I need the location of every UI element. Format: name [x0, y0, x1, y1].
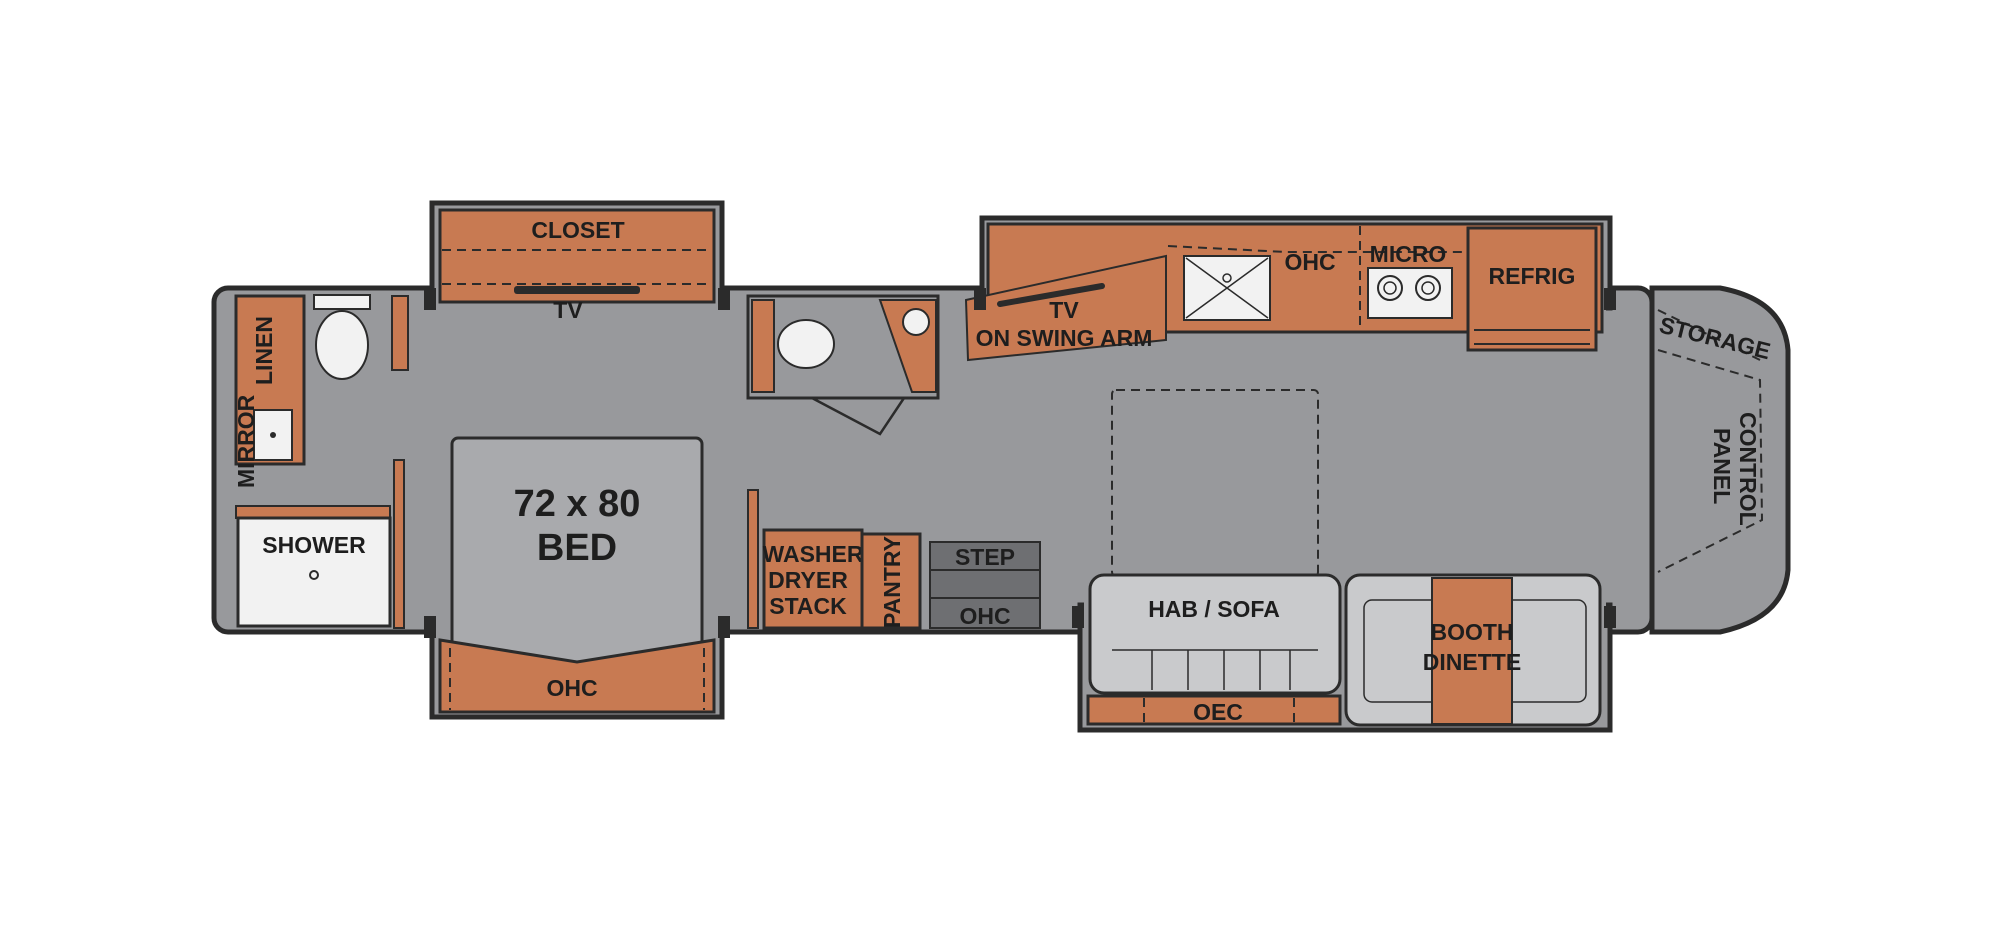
closet-label: CLOSET: [531, 217, 624, 243]
tv-swing-arm-cabinet: [964, 254, 1167, 362]
cab-area: [1649, 285, 1791, 635]
dryer-label: DRYER: [768, 567, 848, 593]
tv-living-label: TV: [1049, 297, 1079, 323]
bath-door: [811, 396, 906, 436]
refrigerator: [1466, 226, 1598, 352]
ohc-bedroom-label: OHC: [546, 675, 597, 701]
mid-toilet: [777, 319, 835, 369]
dinette-table: [1431, 577, 1513, 725]
bed-label: BED: [537, 527, 617, 569]
refrig-label: REFRIG: [1489, 263, 1576, 289]
ohc-bedroom: [438, 638, 716, 714]
rear-toilet-bowl: [315, 310, 369, 380]
oec-label: OEC: [1193, 699, 1243, 725]
rear-toilet-tank: [313, 294, 371, 310]
swing-arm-label: ON SWING ARM: [976, 325, 1153, 351]
ohc-step-label: OHC: [959, 603, 1010, 629]
ohc-step: [929, 597, 1041, 629]
vanity-sink: [902, 308, 930, 336]
control-label: CONTROL: [1735, 412, 1761, 526]
shower: [236, 516, 392, 628]
tv-bedroom-label: TV: [553, 297, 583, 323]
linen-label: LINEN: [251, 316, 277, 385]
living-tv: [997, 283, 1105, 307]
stack-label: STACK: [769, 593, 847, 619]
bed-size-label: 72 x 80: [514, 483, 641, 525]
panel-label: PANEL: [1709, 428, 1735, 504]
hab-sofa: [1088, 573, 1342, 695]
bedroom-tv: [514, 286, 640, 294]
mirror-label: MIRROR: [233, 394, 259, 488]
hab-sofa-label: HAB / SOFA: [1148, 596, 1280, 622]
pantry: [860, 532, 922, 630]
washer-dryer: [762, 528, 864, 630]
shower-label: SHOWER: [262, 532, 366, 558]
step-label: STEP: [955, 544, 1015, 570]
dinette-label: DINETTE: [1423, 649, 1521, 675]
micro-label: MICRO: [1370, 241, 1447, 267]
booth-label: BOOTH: [1430, 619, 1513, 645]
slide-brackets: [424, 288, 1616, 638]
ohc-kitchen-label: OHC: [1284, 249, 1335, 275]
oec-cabinet: [1086, 694, 1342, 726]
pantry-label: PANTRY: [879, 536, 905, 628]
washer-label: WASHER: [763, 541, 864, 567]
